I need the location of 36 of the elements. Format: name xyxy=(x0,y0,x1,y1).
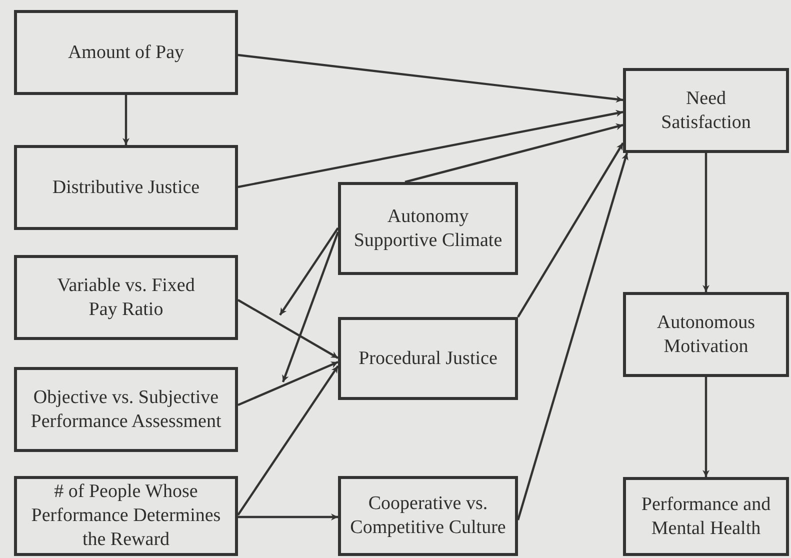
arrow xyxy=(237,365,339,516)
box-label: Performance and Mental Health xyxy=(640,492,772,540)
arrow xyxy=(122,95,130,145)
concept-box xyxy=(14,367,238,452)
arrow xyxy=(517,142,624,318)
concept-box xyxy=(623,477,789,556)
arrow xyxy=(238,110,624,188)
concept-box xyxy=(623,68,789,153)
arrow xyxy=(516,152,628,520)
box-label: Amount of Pay xyxy=(68,40,184,64)
box-label: Need Satisfaction xyxy=(660,86,752,134)
arrow xyxy=(237,299,339,359)
arrow xyxy=(404,123,624,184)
box-label: Objective vs. Subjective Performance Assessment xyxy=(30,386,222,434)
arrow xyxy=(238,54,624,103)
arrow xyxy=(238,360,338,406)
arrow xyxy=(238,514,338,520)
concept-box xyxy=(14,145,238,230)
concept-box xyxy=(14,255,238,340)
concept-box xyxy=(623,292,789,377)
box-label: Procedural Justice xyxy=(358,346,498,370)
arrow xyxy=(282,232,340,382)
box-label: Autonomy Supportive Climate xyxy=(352,204,504,252)
box-label: Cooperative vs. Competitive Culture xyxy=(349,492,507,540)
box-label: # of People Whose Performance Determines the Reward xyxy=(30,480,222,552)
box-label: Distributive Justice xyxy=(52,176,200,200)
concept-box xyxy=(14,10,238,95)
box-label: Variable vs. Fixed Pay Ratio xyxy=(56,274,196,322)
arrow xyxy=(702,377,710,477)
concept-box xyxy=(14,476,238,556)
concept-box xyxy=(338,476,518,556)
concept-box xyxy=(338,317,518,400)
arrow xyxy=(702,153,710,292)
concept-box xyxy=(338,182,518,275)
arrow xyxy=(279,227,339,316)
box-label: Autonomous Motivation xyxy=(656,310,756,358)
